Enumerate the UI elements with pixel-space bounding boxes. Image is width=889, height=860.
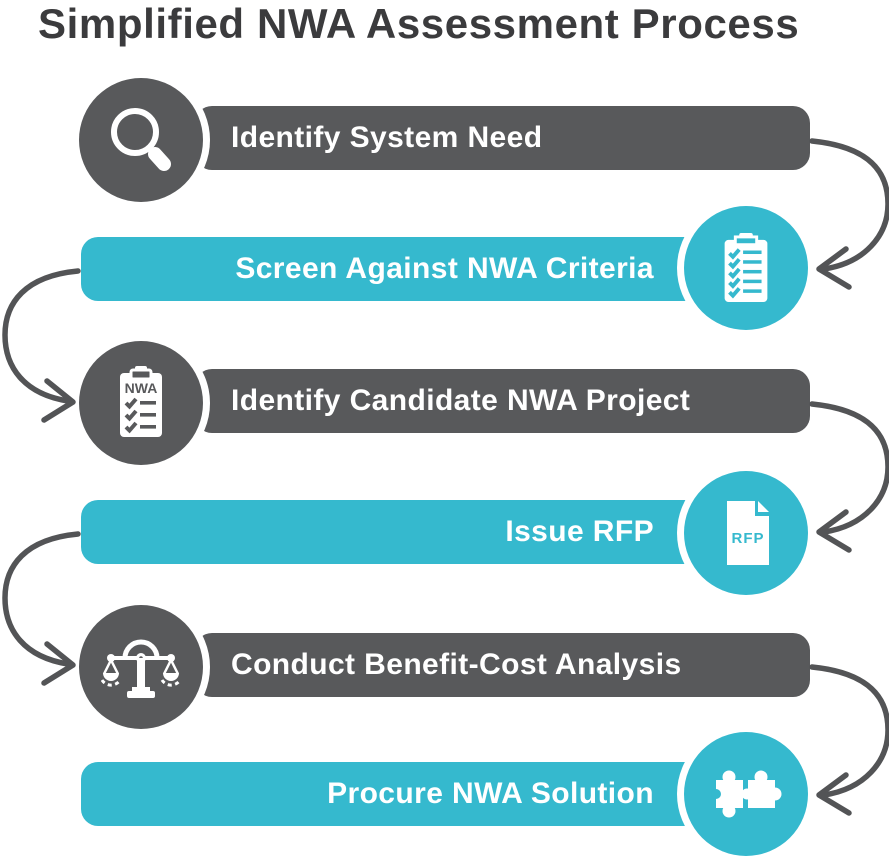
step-bar-identify-candidate-nwa-project: Identify Candidate NWA Project	[195, 369, 810, 433]
step-icon-circle: NWA	[79, 341, 203, 465]
curved-arrow-step5-to-step6	[809, 664, 889, 816]
curved-arrow-step3-to-step4	[809, 401, 889, 553]
step-label: Identify Candidate NWA Project	[231, 384, 691, 417]
step-label: Conduct Benefit-Cost Analysis	[231, 648, 682, 681]
puzzle-icon	[711, 770, 782, 818]
step-label: Screen Against NWA Criteria	[235, 252, 654, 285]
curved-arrow-step4-to-step5	[2, 531, 81, 686]
step-bar-issue-rfp: Issue RFP	[81, 500, 766, 564]
step-bar-identify-system-need: Identify System Need	[195, 106, 810, 170]
svg-text:NWA: NWA	[125, 380, 158, 396]
step-bar-conduct-benefit-cost-analysis: Conduct Benefit-Cost Analysis	[195, 633, 810, 697]
step-icon-circle	[684, 206, 808, 330]
page-title: Simplified NWA Assessment Process	[38, 0, 800, 47]
rfp-document-icon: RFP	[727, 501, 769, 565]
step-label: Procure NWA Solution	[327, 777, 654, 810]
scales-icon	[101, 639, 181, 698]
svg-text:RFP: RFP	[732, 530, 765, 547]
step-bar-screen-against-nwa-criteria: Screen Against NWA Criteria	[81, 237, 766, 301]
step-label: Issue RFP	[505, 515, 654, 548]
curved-arrow-step1-to-step2	[809, 138, 889, 290]
curved-arrow-step2-to-step3	[2, 268, 81, 423]
checklist-icon	[724, 233, 768, 302]
step-label: Identify System Need	[231, 121, 543, 154]
step-icon-circle	[79, 605, 203, 729]
magnifier-icon	[111, 108, 171, 171]
nwa-clipboard-icon: NWA	[120, 366, 162, 437]
step-bar-procure-nwa-solution: Procure NWA Solution	[81, 762, 766, 826]
step-icon-circle	[79, 78, 203, 202]
step-icon-circle: RFP	[684, 471, 808, 595]
step-icon-circle	[684, 732, 808, 856]
